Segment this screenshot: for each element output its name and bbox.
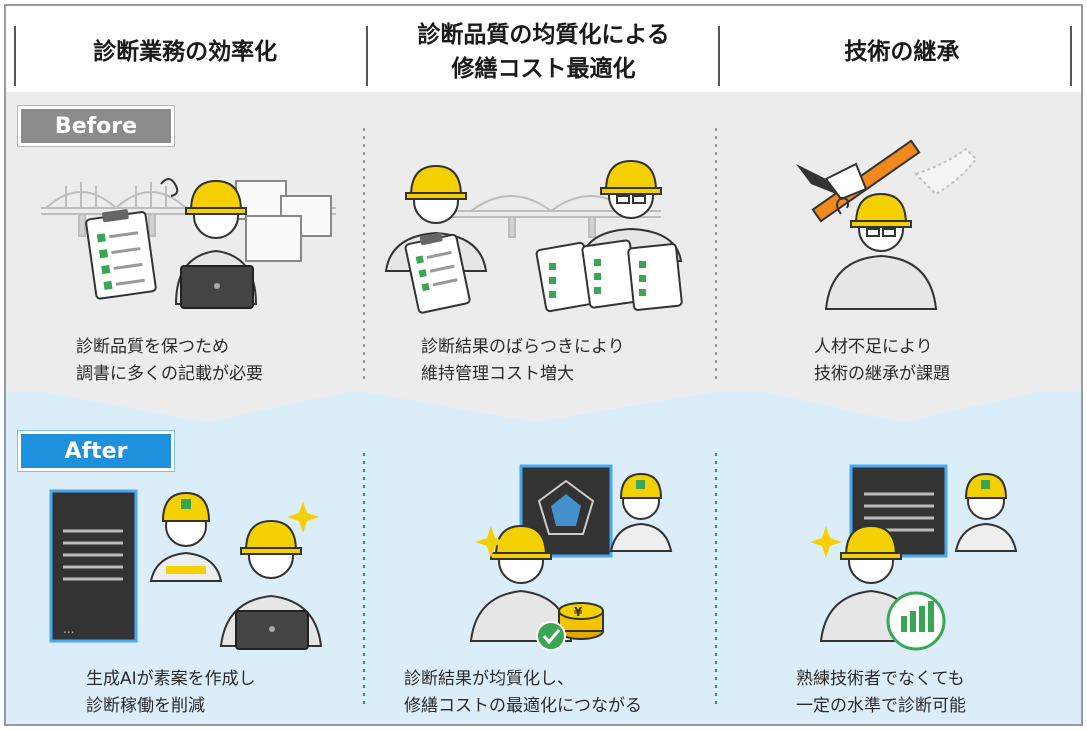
caption-line2: 技術の継承が課題 xyxy=(814,364,950,384)
worker-with-laptop-icon xyxy=(219,519,323,650)
after-caption-efficiency: 生成AIが素案を作成し 診断稼働を削減 xyxy=(86,666,256,720)
after-quality-illustration: ¥ xyxy=(469,464,673,651)
after-caption-inheritance: 熟練技術者でなくても 一定の水準で診断可能 xyxy=(796,666,966,720)
column-title-line1: 診断品質の均質化による xyxy=(417,22,670,48)
caption-line1: 人材不足により xyxy=(814,337,933,357)
sparkle-icon xyxy=(287,501,319,533)
caption-line2: 一定の水準で診断可能 xyxy=(796,696,966,716)
clipboard-stack-icon xyxy=(535,239,683,313)
check-circle-icon xyxy=(536,621,566,651)
paper-stack-icon xyxy=(235,180,332,262)
ai-document-panel-icon: ... xyxy=(49,489,138,643)
svg-text:¥: ¥ xyxy=(574,605,583,619)
ai-assistant-icon xyxy=(954,472,1018,552)
caption-line1: 診断結果が均質化し、 xyxy=(404,669,574,689)
clipboard-icon xyxy=(85,209,157,300)
sparkle-icon xyxy=(810,526,842,558)
after-caption-quality: 診断結果が均質化し、 修繕コストの最適化につながる xyxy=(404,666,642,720)
column-title-line1: 技術の継承 xyxy=(844,39,960,65)
ruler-hand-icon xyxy=(796,139,921,223)
caption-line1: 診断品質を保つため xyxy=(76,337,229,357)
caption-line1: 熟練技術者でなくても xyxy=(796,669,965,689)
faded-hand-icon xyxy=(914,147,978,196)
after-inheritance-illustration xyxy=(810,464,1018,651)
after-tag: After xyxy=(18,431,174,471)
header-row: 診断業務の効率化 診断品質の均質化による 修繕コスト最適化 技術の継承 xyxy=(6,6,1081,98)
worker-icon xyxy=(824,192,938,310)
sparkle-icon xyxy=(475,526,507,558)
header-divider xyxy=(366,26,368,86)
growth-chart-icon xyxy=(886,591,946,651)
comparison-figure: 診断業務の効率化 診断品質の均質化による 修繕コスト最適化 技術の継承 Befo… xyxy=(4,4,1083,726)
column-title-line1: 診断業務の効率化 xyxy=(93,39,278,65)
before-caption-inheritance: 人材不足により 技術の継承が課題 xyxy=(814,334,950,388)
column-title-inheritance: 技術の継承 xyxy=(723,6,1081,98)
yen-coins-icon: ¥ xyxy=(558,602,604,640)
svg-text:...: ... xyxy=(63,622,74,636)
clipboard-icon xyxy=(404,232,471,314)
column-title-line2: 修繕コスト最適化 xyxy=(451,56,636,82)
column-title-efficiency: 診断業務の効率化 xyxy=(6,6,364,98)
column-title-quality: 診断品質の均質化による 修繕コスト最適化 xyxy=(364,6,722,98)
after-efficiency-illustration: ... xyxy=(49,489,323,650)
header-divider xyxy=(1070,26,1072,86)
before-inheritance-illustration xyxy=(796,139,978,310)
caption-line2: 診断稼働を削減 xyxy=(86,696,205,716)
before-quality-illustration xyxy=(384,159,683,314)
caption-line1: 生成AIが素案を作成し xyxy=(86,669,256,689)
caption-line1: 診断結果のばらつきにより xyxy=(421,337,625,357)
column-dividers xyxy=(363,128,717,708)
header-divider xyxy=(14,26,16,86)
ai-assistant-icon xyxy=(609,472,673,552)
caption-line2: 調書に多くの記載が必要 xyxy=(76,364,263,384)
before-caption-efficiency: 診断品質を保つため 調書に多くの記載が必要 xyxy=(76,334,263,388)
before-efficiency-illustration xyxy=(41,178,336,309)
ai-assistant-icon xyxy=(149,491,223,582)
before-caption-quality: 診断結果のばらつきにより 維持管理コスト増大 xyxy=(421,334,625,388)
before-tag: Before xyxy=(18,106,174,146)
worker-with-laptop-icon xyxy=(160,178,258,309)
caption-line2: 維持管理コスト増大 xyxy=(421,364,574,384)
header-divider xyxy=(718,26,720,86)
caption-line2: 修繕コストの最適化につながる xyxy=(404,696,642,716)
